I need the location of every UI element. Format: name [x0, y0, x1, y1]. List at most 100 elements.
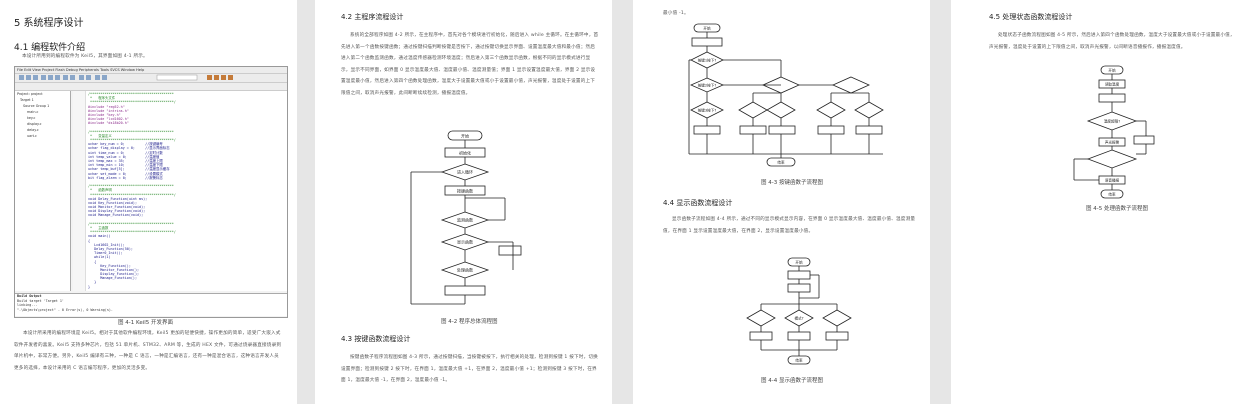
code-line: int temp_max = 35; //温度上限 [88, 159, 163, 163]
code-line: { [88, 259, 97, 264]
flow-voice-label: 语音播报 [1105, 178, 1120, 183]
code-editor: /***************************************… [73, 91, 287, 291]
code-line: void Manage_Function(void); [88, 213, 144, 218]
ide-toolbar [15, 74, 287, 83]
flow-key1-label: 按键1按下? [698, 58, 717, 63]
code-line: /***************************************… [88, 129, 174, 134]
code-line: /***************************************… [88, 92, 174, 96]
project-tree: Project: project Target 1 Source Group 1… [15, 91, 71, 291]
document-page-3: 最小值 -1。 [633, 0, 930, 404]
code-line: /***************************************… [88, 221, 174, 226]
flow-loop-label: 进入循环 [457, 169, 473, 175]
flow-key2-label: 按键2按下? [698, 83, 717, 88]
code-line: /***************************************… [88, 184, 174, 189]
code-line: int temp_value = 0; //温度值 [88, 154, 160, 159]
code-line: * 程序头文件 [88, 96, 173, 101]
top-text: 最小值 -1。 [663, 11, 689, 16]
flow-start-label: 开始 [1108, 68, 1116, 73]
ide-menubar: File Edit View Project Flash Debug Perip… [15, 67, 287, 74]
code-line: uchar set_mode = 0; //设置模式 [88, 171, 163, 176]
flow-start-label: 开始 [703, 26, 711, 31]
body-text-4-3: 按键函数子程序流程图如图 4-3 所示，通过按键扫描，当按键被按下，执行相关的处… [341, 355, 598, 383]
body-text: 本设计所采用的编程环境是 Keil5。相对于其他软件编程环境，Keil5 更加的… [14, 331, 282, 371]
code-line: #include "lcd1602.h" [88, 117, 129, 122]
figure-caption-4-3: 图 4-3 按键函数子流程图 [761, 180, 823, 186]
code-line: * 函数声明 [88, 188, 174, 193]
flow-end-label: 结束 [777, 160, 785, 165]
flow-end-label: 结束 [795, 358, 803, 363]
code-line: uint time_num = 0; //定时计数 [88, 150, 163, 155]
code-line: void main() [88, 234, 111, 239]
code-line: ****************************************… [88, 230, 176, 235]
code-line: #include "intrins.h" [88, 108, 129, 113]
code-line: * 变量定义 [88, 133, 174, 138]
code-line: Timer0_Init(); [88, 251, 123, 256]
flow-init-label: 初始化 [459, 150, 471, 156]
main-flowchart: 开始 初始化 进入循环 按键函数 监测函数 显示函数 处理函数 [410, 130, 522, 305]
manage-flowchart: 开始 读取温度 温度超限? 声光报警 语音播报 结束 [1073, 65, 1155, 199]
flow-display-label: 显示函数 [457, 239, 473, 245]
code-line: #include "reg52.h" [88, 104, 125, 109]
body-text: 显示函数子流程如图 4-4 所示，通过不同的显示模式显示内容，在界面 0 显示温… [663, 217, 916, 234]
document-page-4: 4.5 处理状态函数流程设计 处理状态子函数流程图如图 4-5 所示，然后进入第… [951, 0, 1245, 404]
document-page-2: 4.2 主程序流程设计 系统的全部程序如图 4-2 所示，在主程序中，首先对各个… [315, 0, 612, 404]
code-line: * 主函数 [88, 226, 174, 230]
code-line: ****************************************… [88, 192, 176, 197]
flow-alarm-label: 声光报警 [1105, 140, 1120, 145]
flow-manage-label: 处理函数 [457, 267, 473, 273]
code-line: } [88, 280, 97, 285]
display-flowchart: 开始 模式? 结束 [746, 257, 852, 365]
code-line: uchar flag_display = 0; //显示界面标志 [88, 146, 170, 151]
code-line: uchar key_num = 0; //按键编号 [88, 142, 163, 147]
code-line: void Delay_Function(uint ms); [88, 196, 148, 201]
toolbar-icons [19, 74, 233, 81]
flow-key-label: 按键函数 [457, 188, 473, 194]
code-line: Manage_Function(); [88, 276, 137, 281]
flow-start-label: 开始 [795, 260, 803, 265]
code-line: Display_Function(); [88, 272, 140, 277]
flow-start-label: 开始 [461, 133, 469, 139]
code-lines: /***************************************… [88, 92, 176, 289]
body-text: 处理状态子函数流程图如图 4-5 所示，然后进入第四个函数处理函数，温度大于设置… [989, 33, 1235, 50]
code-line: Monitor_Function(); [88, 267, 140, 272]
code-line: while(1) [88, 255, 111, 260]
code-line: { [88, 238, 91, 243]
document-page-1: 5 系统程序设计 4.1 编程软件介绍 本设计所用到的编程软件为 Keil5，其… [0, 0, 297, 404]
code-line: Delay_Function(50); [88, 246, 133, 251]
section-title: 4.2 主程序流程设计 [341, 13, 404, 21]
code-line: ****************************************… [88, 138, 176, 143]
code-line: Key_Function(); [88, 263, 131, 268]
code-line: void Key_Function(void); [88, 200, 137, 205]
figure-caption-4-2: 图 4-2 程序总体流程图 [441, 319, 498, 325]
figure-caption-4-4: 图 4-4 显示函数子流程图 [761, 378, 823, 384]
flow-key3-label: 按键3按下? [698, 108, 717, 113]
flow-end-label: 结束 [1108, 192, 1116, 197]
code-line: uchar temp_buf[5]; //温度显示缓存 [88, 167, 170, 172]
section-title-4-4: 4.4 显示函数流程设计 [663, 199, 733, 207]
flow-monitor-label: 监测函数 [457, 217, 473, 223]
flow-read-label: 读取温度 [1105, 82, 1120, 87]
figure-caption-4-5: 图 4-5 处理函数子流程图 [1086, 206, 1148, 212]
code-line: int temp_min = 10; //温度下限 [88, 163, 163, 168]
flow-judge-label: 温度超限? [1104, 119, 1120, 124]
section-title-4-3: 4.3 按键函数流程设计 [341, 335, 411, 343]
code-line: ****************************************… [88, 100, 176, 105]
code-line: void Monitor_Function(void); [88, 205, 146, 210]
key-flowchart: 开始 按键1按下? 按键2按下? 按键3按下? 结束 [688, 23, 884, 167]
figure-caption-4-1: 图 4-1 Keil5 开发界面 [118, 320, 174, 326]
section-title-4-5: 4.5 处理状态函数流程设计 [989, 13, 1073, 21]
ide-toolbar-secondary [15, 83, 287, 91]
flow-mode-label: 模式? [794, 316, 803, 321]
chapter-title: 5 系统程序设计 [14, 18, 84, 29]
section-title: 4.1 编程软件介绍 [14, 43, 86, 53]
keil5-screenshot: File Edit View Project Flash Debug Perip… [14, 66, 288, 318]
build-output: Build Output Build target 'Target 1' lin… [15, 293, 287, 316]
code-line: #include "ds18b20.h" [88, 121, 129, 126]
body-text: 系统的全部程序如图 4-2 所示，在主程序中，首先对各个模块进行初始化，随后进入… [341, 33, 599, 96]
code-line: } [88, 284, 91, 289]
code-line: Lcd1602_Init(); [88, 242, 125, 247]
intro-text: 本设计所用到的编程软件为 Keil5，其界面如图 4-1 所示。 [22, 54, 148, 59]
code-line: #include "key.h" [88, 112, 121, 117]
code-line: bit flag_alarm = 0; //报警标志 [88, 175, 163, 180]
code-line: void Display_Function(void); [88, 209, 146, 214]
